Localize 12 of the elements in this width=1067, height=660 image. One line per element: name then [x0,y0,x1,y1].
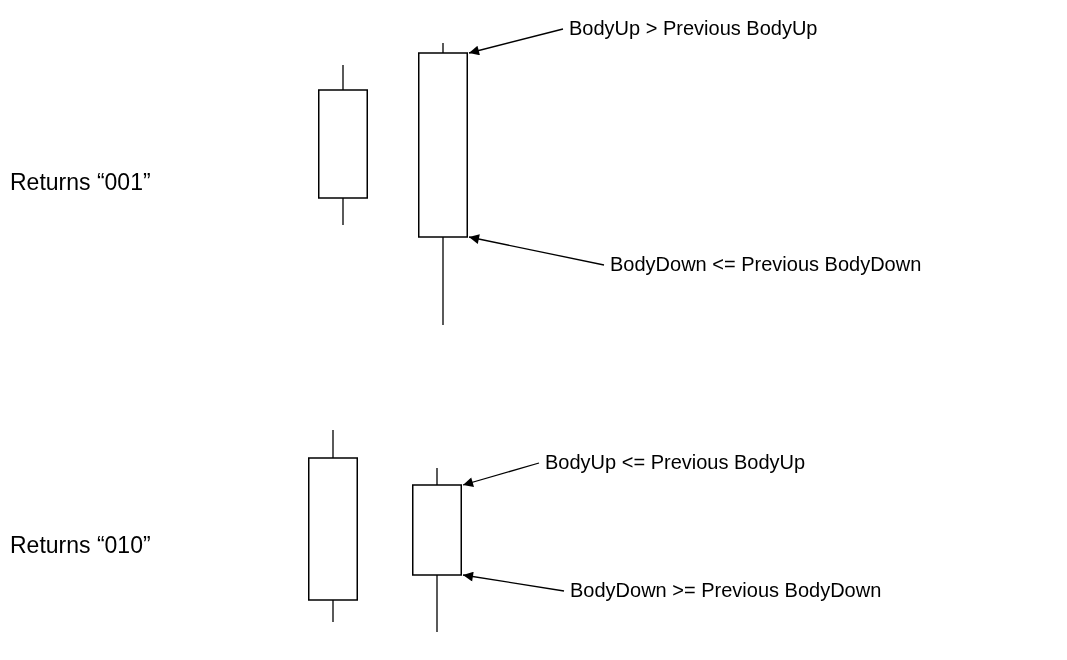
annotation-text: BodyDown <= Previous BodyDown [610,252,922,276]
candlestick-drawing [412,468,462,632]
result-label: Returns “010” [10,531,151,559]
leader-arrow [468,234,605,266]
candlestick-drawing [418,43,468,325]
leader-arrow [468,28,564,56]
annotation-text: BodyDown >= Previous BodyDown [570,578,882,602]
leader-arrow [462,571,565,592]
leader-arrow [462,462,540,487]
annotation-text: BodyUp <= Previous BodyUp [545,450,806,474]
result-label: Returns “001” [10,168,151,196]
annotation-text: BodyUp > Previous BodyUp [569,16,818,40]
